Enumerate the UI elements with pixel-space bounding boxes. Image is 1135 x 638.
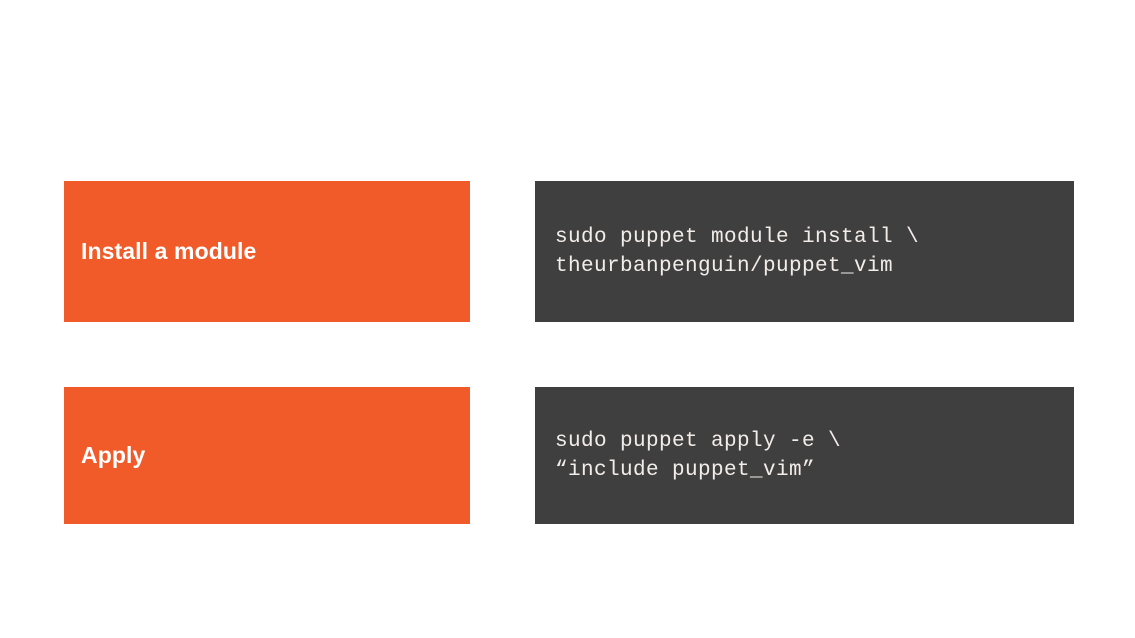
code-line: “include puppet_vim” <box>555 458 816 482</box>
content-row: Apply sudo puppet apply -e \ “include pu… <box>0 387 1135 524</box>
label-panel-install-a-module: Install a module <box>64 181 470 322</box>
content-row: Install a module sudo puppet module inst… <box>0 181 1135 322</box>
code-panel-apply: sudo puppet apply -e \ “include puppet_v… <box>535 387 1074 524</box>
label-panel-apply: Apply <box>64 387 470 524</box>
label-text: Apply <box>81 441 146 468</box>
code-line: sudo puppet apply -e \ <box>555 429 842 453</box>
code-line: sudo puppet module install \ <box>555 225 920 249</box>
label-text: Install a module <box>81 237 257 264</box>
code-line: theurbanpenguin/puppet_vim <box>555 254 894 278</box>
code-panel-install-a-module: sudo puppet module install \ theurbanpen… <box>535 181 1074 322</box>
